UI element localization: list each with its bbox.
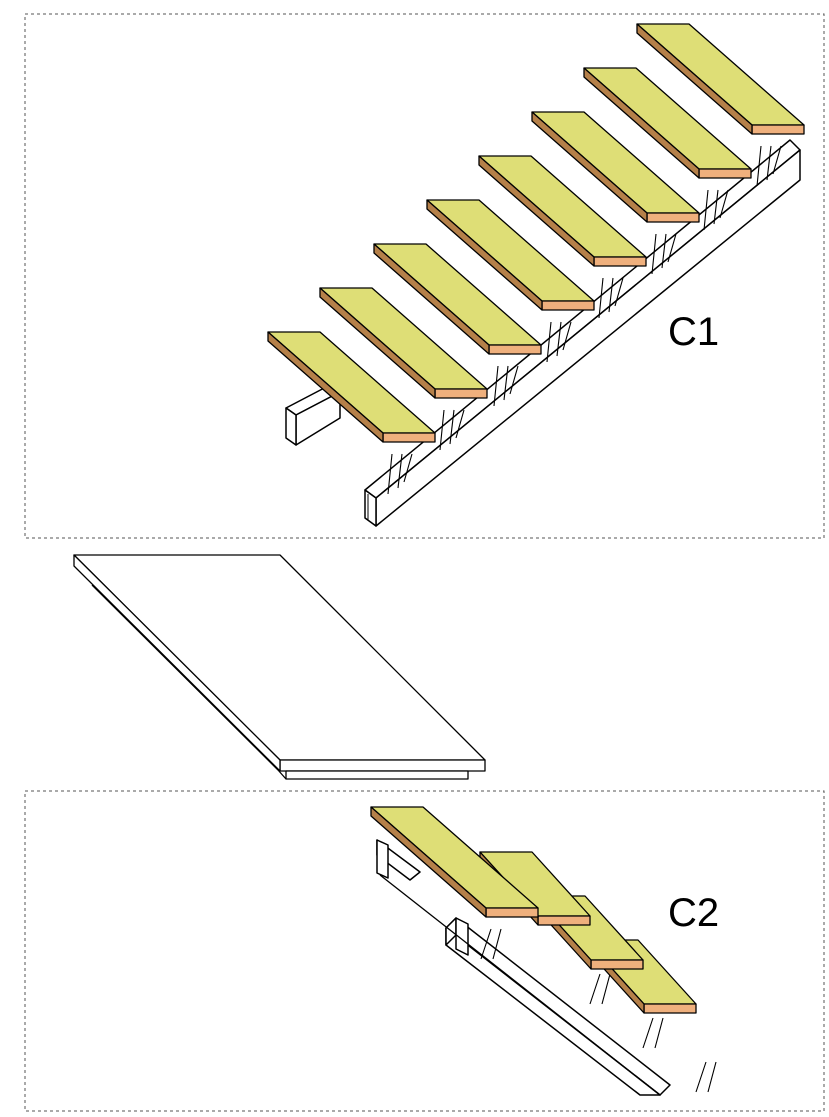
- c1-support-leg: [397, 453, 403, 489]
- c1-tread-side: [478, 155, 595, 267]
- c2-underside: [379, 874, 661, 1096]
- c2-tread-front: [537, 915, 591, 926]
- c2-support-leg: [654, 1017, 664, 1049]
- c1-tread-front: [434, 388, 488, 399]
- c1-tread: [373, 243, 542, 355]
- c2-tread-front: [485, 907, 539, 918]
- c1-support-leg: [546, 321, 552, 363]
- c2-support-leg: [707, 1061, 717, 1093]
- c1-tread-side: [426, 199, 543, 311]
- c2-treads: [370, 806, 697, 1014]
- c1-support-leg: [667, 233, 677, 263]
- c1-support-leg: [608, 277, 614, 313]
- c1-tread: [426, 199, 595, 311]
- c1-support-leg: [614, 277, 624, 307]
- c1-support-leg: [703, 189, 709, 231]
- c1-treads: [267, 23, 805, 443]
- c2-tread-side: [370, 806, 487, 918]
- c1-support-leg: [766, 145, 772, 181]
- c1-tread-front: [751, 124, 805, 135]
- c1-tread-side: [373, 243, 490, 355]
- c1-support-leg: [503, 365, 509, 401]
- c2-post: [455, 917, 469, 956]
- c1-tread-side: [636, 23, 753, 135]
- c2-step-supports: [480, 928, 717, 1093]
- landing-slab: [73, 554, 486, 780]
- c1-support-leg: [562, 321, 572, 351]
- c1-support-leg: [719, 189, 729, 219]
- slab-bottom-lip: [285, 770, 469, 780]
- c1-tread-front: [646, 212, 700, 223]
- c1-tread: [478, 155, 647, 267]
- c1-support-leg: [598, 277, 604, 319]
- c1-support-leg: [651, 233, 657, 275]
- c1-tread-front: [541, 300, 595, 311]
- slab-top: [73, 554, 486, 761]
- label-c1: C1: [668, 310, 719, 354]
- panel-c2-frame: [24, 790, 825, 1112]
- c1-tread-side: [531, 111, 648, 223]
- c1-support-leg: [493, 365, 499, 407]
- slab-front: [279, 759, 486, 772]
- c1-tread-side: [267, 331, 384, 443]
- c1-support-leg: [772, 145, 782, 175]
- c1-support-leg: [403, 453, 413, 483]
- c1-tread-front: [382, 432, 436, 443]
- slab-under-edge: [91, 584, 287, 780]
- c1-tread: [636, 23, 805, 135]
- c1-tread-front: [593, 256, 647, 267]
- c1-tread: [267, 331, 436, 443]
- c1-support-leg: [455, 409, 465, 439]
- panel-c1: C1: [24, 13, 825, 539]
- c2-support-leg: [601, 973, 611, 1005]
- c2-support-leg: [642, 1017, 654, 1049]
- c1-tread-side: [583, 67, 700, 179]
- c2-tread: [370, 806, 539, 918]
- c1-tread: [583, 67, 752, 179]
- c2-short-support: [376, 839, 421, 881]
- c2-support-leg: [589, 973, 601, 1005]
- c1-support-leg: [713, 189, 719, 225]
- c1-tread: [531, 111, 700, 223]
- c2-support-leg: [695, 1061, 707, 1093]
- panel-c1-frame: [24, 13, 825, 539]
- c1-support-leg: [756, 145, 762, 187]
- c1-tread-front: [698, 168, 752, 179]
- c1-support-leg: [509, 365, 519, 395]
- slab-side: [73, 554, 281, 772]
- c1-support-leg: [449, 409, 455, 445]
- c2-support-leg: [492, 928, 502, 960]
- c1-support-leg: [439, 409, 445, 451]
- panel-c2: C2: [24, 790, 825, 1112]
- c2-tread-front: [643, 1003, 697, 1014]
- c2-tread-front: [590, 959, 644, 970]
- c1-support-leg: [556, 321, 562, 357]
- c2-support-leg: [480, 928, 492, 960]
- c1-tread-front: [488, 344, 542, 355]
- c1-stringer: [364, 139, 801, 527]
- c1-tread-side: [319, 287, 436, 399]
- c1-tread: [319, 287, 488, 399]
- c1-support-leg: [387, 453, 393, 495]
- c1-support-leg: [661, 233, 667, 269]
- label-c2: C2: [668, 891, 719, 935]
